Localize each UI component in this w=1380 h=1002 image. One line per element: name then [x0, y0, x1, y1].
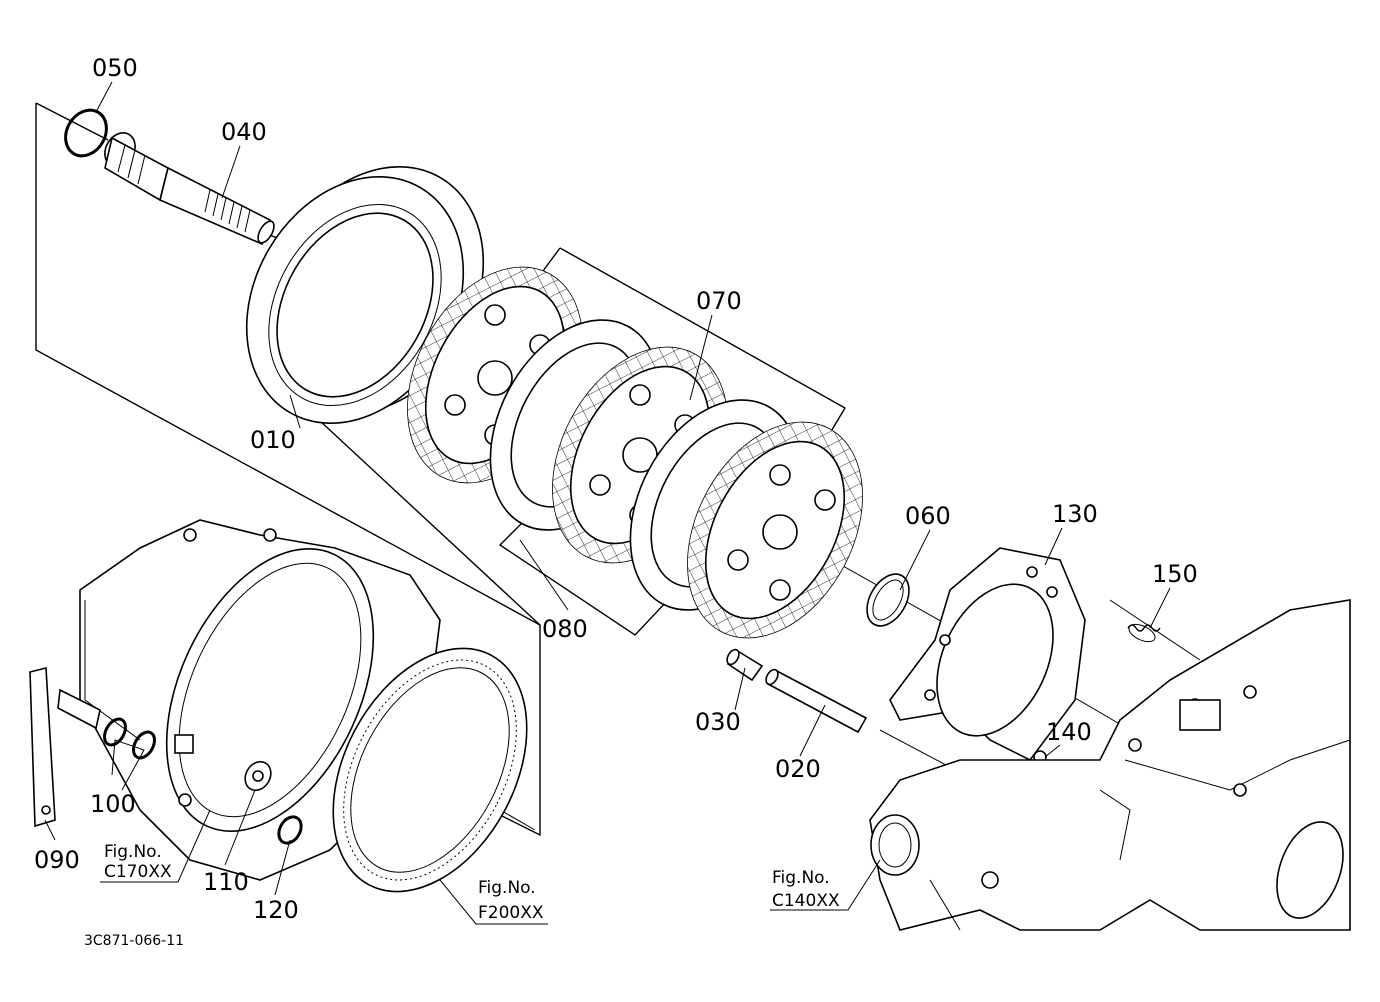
friction-plate-3 — [687, 421, 863, 639]
bolt-110 — [244, 760, 272, 792]
snap-ring-120 — [277, 815, 303, 845]
drawing-code: 3C871-066-11 — [84, 933, 184, 949]
shaft-040 — [104, 132, 275, 246]
pin-030 — [726, 648, 764, 682]
o-ring-100b — [132, 730, 156, 760]
callout-100: 100 — [90, 790, 136, 818]
callout-090: 090 — [34, 846, 80, 874]
fig-ref-f200-line2: F200XX — [478, 903, 544, 923]
ring-gear — [332, 647, 528, 893]
callout-120: 120 — [253, 896, 299, 924]
friction-plate-2 — [552, 346, 728, 564]
callout-150: 150 — [1152, 560, 1198, 588]
callout-080: 080 — [542, 615, 588, 643]
callout-030: 030 — [695, 708, 741, 736]
spring-150 — [1127, 623, 1161, 643]
figure-references: Fig.No. C170XX Fig.No. F200XX Fig.No. C1… — [104, 842, 840, 923]
leader-lines — [44, 81, 1171, 925]
fig-ref-c140-line2: C140XX — [772, 891, 840, 911]
snap-ring-060 — [866, 573, 910, 627]
callout-070: 070 — [696, 287, 742, 315]
lever-090 — [29, 666, 101, 828]
callout-050: 050 — [92, 54, 138, 82]
transmission-housing-right — [869, 599, 1351, 931]
callout-060: 060 — [905, 502, 951, 530]
callout-110: 110 — [203, 868, 249, 896]
fig-ref-f200-line1: Fig.No. — [478, 878, 536, 898]
pin-020 — [765, 668, 868, 734]
fig-ref-c170-line2: C170XX — [104, 862, 172, 882]
o-ring-100a — [103, 717, 127, 747]
callout-020: 020 — [775, 755, 821, 783]
cover-plate-130 — [889, 547, 1086, 762]
callout-130: 130 — [1052, 500, 1098, 528]
callout-010: 010 — [250, 426, 296, 454]
callout-140: 140 — [1046, 718, 1092, 746]
callout-labels: 050 040 070 010 060 130 150 080 030 140 … — [34, 54, 1198, 924]
callout-040: 040 — [221, 118, 267, 146]
o-ring-050 — [64, 108, 108, 158]
fig-ref-c140-line1: Fig.No. — [772, 868, 830, 888]
fig-ref-c170-line1: Fig.No. — [104, 842, 162, 862]
